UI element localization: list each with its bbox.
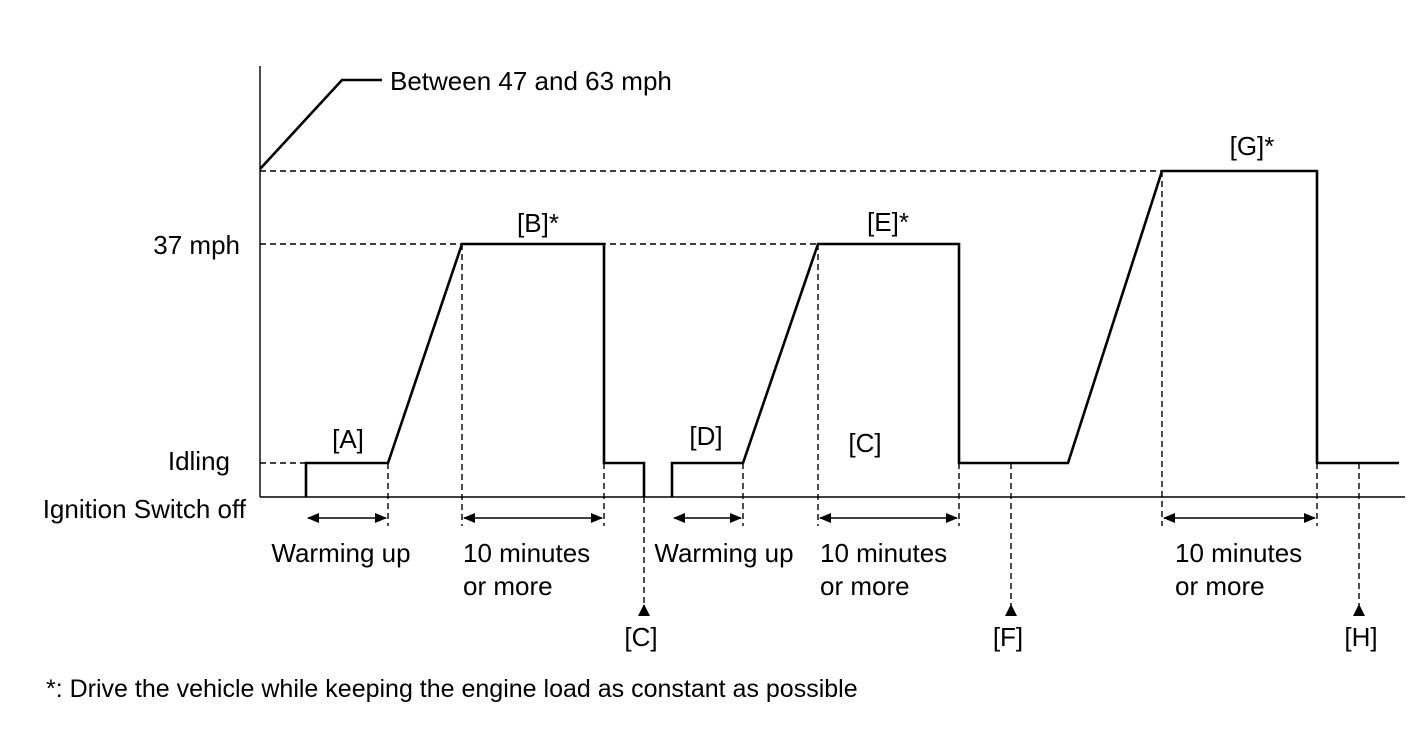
footnote: *: Drive the vehicle while keeping the e… <box>46 675 858 703</box>
phase-d-label: [D] <box>689 421 722 451</box>
high-speed-label: Between 47 and 63 mph <box>390 66 672 96</box>
phase-c-mid-label: [C] <box>848 428 881 458</box>
checkpoint-h-label: [H] <box>1344 622 1377 652</box>
warming-up-label-2: Warming up <box>654 538 793 568</box>
phase-a-label: [A] <box>332 424 364 454</box>
ten-minutes-label-3-line1: 10 minutes <box>1175 538 1302 568</box>
ten-minutes-label-1-line1: 10 minutes <box>463 538 590 568</box>
checkpoint-h-arrow <box>1353 604 1365 616</box>
phase-b-label: [B]* <box>517 208 559 238</box>
checkpoint-f-arrow <box>1005 604 1017 616</box>
high-speed-leader-line <box>259 78 382 170</box>
checkpoint-c-label: [C] <box>624 622 657 652</box>
warming-up-label-1: Warming up <box>271 538 410 568</box>
ten-minutes-label-1-line2: or more <box>463 571 553 601</box>
speed-profile-segment-1 <box>304 242 646 497</box>
ignition-off-label: Ignition Switch off <box>43 494 247 524</box>
ten-minutes-label-3-line2: or more <box>1175 571 1265 601</box>
checkpoint-c-arrow <box>638 604 650 616</box>
mid-speed-label: 37 mph <box>153 230 240 260</box>
checkpoint-f-label: [F] <box>993 622 1023 652</box>
phase-g-label: [G]* <box>1230 131 1275 161</box>
ten-minutes-label-2-line2: or more <box>820 571 910 601</box>
phase-e-label: [E]* <box>867 207 909 237</box>
idle-label: Idling <box>168 446 230 476</box>
speed-profile-segment-2 <box>670 169 1399 497</box>
ten-minutes-label-2-line1: 10 minutes <box>820 538 947 568</box>
